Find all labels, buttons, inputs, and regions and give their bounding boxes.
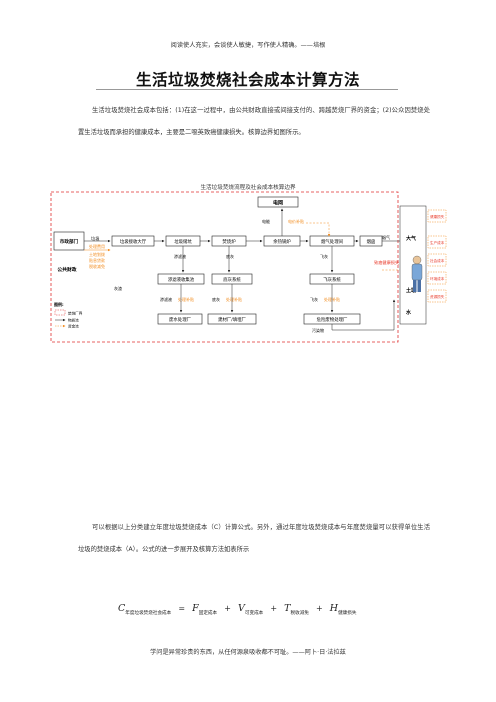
figure-caption: 生活垃圾焚烧流程及社会成本核算边界 — [200, 185, 296, 191]
right-note-5: 资源损失 — [430, 294, 445, 299]
land-label: 土地划拨 — [89, 251, 105, 257]
document-title: 生活垃圾焚烧社会成本计算方法 — [135, 71, 360, 89]
right-note-2: 生产成本 — [430, 240, 445, 245]
title-underline — [96, 89, 398, 90]
residue-label: 污染物 — [312, 327, 324, 333]
process-row: 垃圾接收大厅 垃圾储坑 焚烧炉 余热锅炉 烟气处理间 烟囱 — [111, 235, 383, 247]
garbage-label: 垃圾 — [91, 235, 100, 242]
right-note-3: 社会成本 — [430, 258, 445, 263]
subsidy-label-2: 处理补贴 — [226, 296, 242, 302]
body-paragraph: 可以根据以上分类建立年度垃圾焚烧成本（C）计算公式。另外，通过年度垃圾焚烧成本与… — [78, 524, 430, 553]
legend: 图例: 焚烧厂界 物质流 资金流 — [54, 301, 83, 329]
leachate-sys-label: 渗滤液收集池 — [168, 276, 195, 283]
wastewater-plant-label: 废水处理厂 — [169, 316, 192, 323]
incinerator-label: 焚烧炉 — [222, 238, 236, 245]
hazardous-plant-label: 危险废物处理厂 — [317, 316, 348, 323]
fly-ash-label: 飞灰 — [320, 253, 328, 259]
health-loss-label: 致癌健康损失 — [374, 259, 400, 266]
intro-paragraph: 生活垃圾焚烧社会成本包括：(1)在这一过程中，由公共财政直接或间接支付的、跨越焚… — [78, 107, 430, 136]
public-finance-label: 公共财政 — [57, 266, 76, 273]
fee-label: 处理费用 — [89, 243, 105, 249]
legend-fund: 资金流 — [68, 324, 79, 329]
building-plant-label: 建材厂/填埋厂 — [218, 316, 246, 323]
right-note-1: 健康损失 — [430, 214, 445, 219]
fly-ash-sys-label: 飞灰系统 — [323, 276, 341, 283]
leachate-label-2: 渗滤液 — [160, 296, 172, 302]
legend-boundary: 焚烧厂界 — [68, 311, 83, 316]
right-note-4: 环境成本 — [430, 276, 445, 281]
fly-ash-label-2: 飞灰 — [310, 296, 318, 302]
water-label: 水 — [405, 309, 412, 316]
power-subsidy-label: 电价补贴 — [288, 218, 304, 224]
person-icon — [411, 255, 423, 292]
soot-label: 灰渣 — [114, 285, 122, 291]
plant-boundary — [50, 191, 399, 343]
flue-label: 烟气 — [382, 234, 390, 240]
footer-quote: 学问是异常珍贵的东西，从任何源泉吸收都不可耻。——阿卜·日·法拉兹 — [150, 649, 346, 656]
air-label: 大气 — [406, 235, 416, 242]
header-quote: 阅读使人充实，会谈使人敏捷，写作使人精确。——培根 — [170, 42, 326, 49]
legend-title: 图例: — [54, 301, 64, 307]
bottom-ash-sys-label: 底灰系统 — [223, 276, 241, 283]
grid-label: 电网 — [273, 200, 283, 207]
cost-boundary-diagram: 电网 市政部门 公共财政 垃圾 处理费用 土地划拨 贴息贷款 税收减免 垃圾接收… — [50, 191, 447, 343]
boiler-label: 余热锅炉 — [273, 238, 291, 245]
subsidy-label-1: 处理补贴 — [178, 296, 194, 302]
loan-label: 贴息贷款 — [89, 257, 105, 263]
grid-box — [257, 196, 299, 208]
electricity-label: 电能 — [262, 218, 270, 224]
legend-material: 物质流 — [68, 318, 79, 323]
soil-label: 土壤 — [406, 287, 417, 294]
reception-hall-label: 垃圾接收大厅 — [120, 238, 147, 245]
leachate-label: 渗滤液 — [174, 253, 186, 259]
chimney-label: 烟囱 — [367, 238, 376, 245]
bottom-ash-label-2: 底灰 — [212, 296, 220, 302]
storage-label: 垃圾储坑 — [174, 238, 192, 245]
cost-formula: C年度垃圾焚烧社会成本 = F固定成本 + V可变成本 + T税收减免 + H健… — [118, 603, 357, 616]
flue-gas-label: 烟气处理间 — [321, 238, 343, 245]
bottom-ash-label: 底灰 — [226, 253, 234, 259]
fiscal-dept-label: 市政部门 — [60, 238, 79, 245]
tax-label: 税收减免 — [89, 263, 105, 269]
